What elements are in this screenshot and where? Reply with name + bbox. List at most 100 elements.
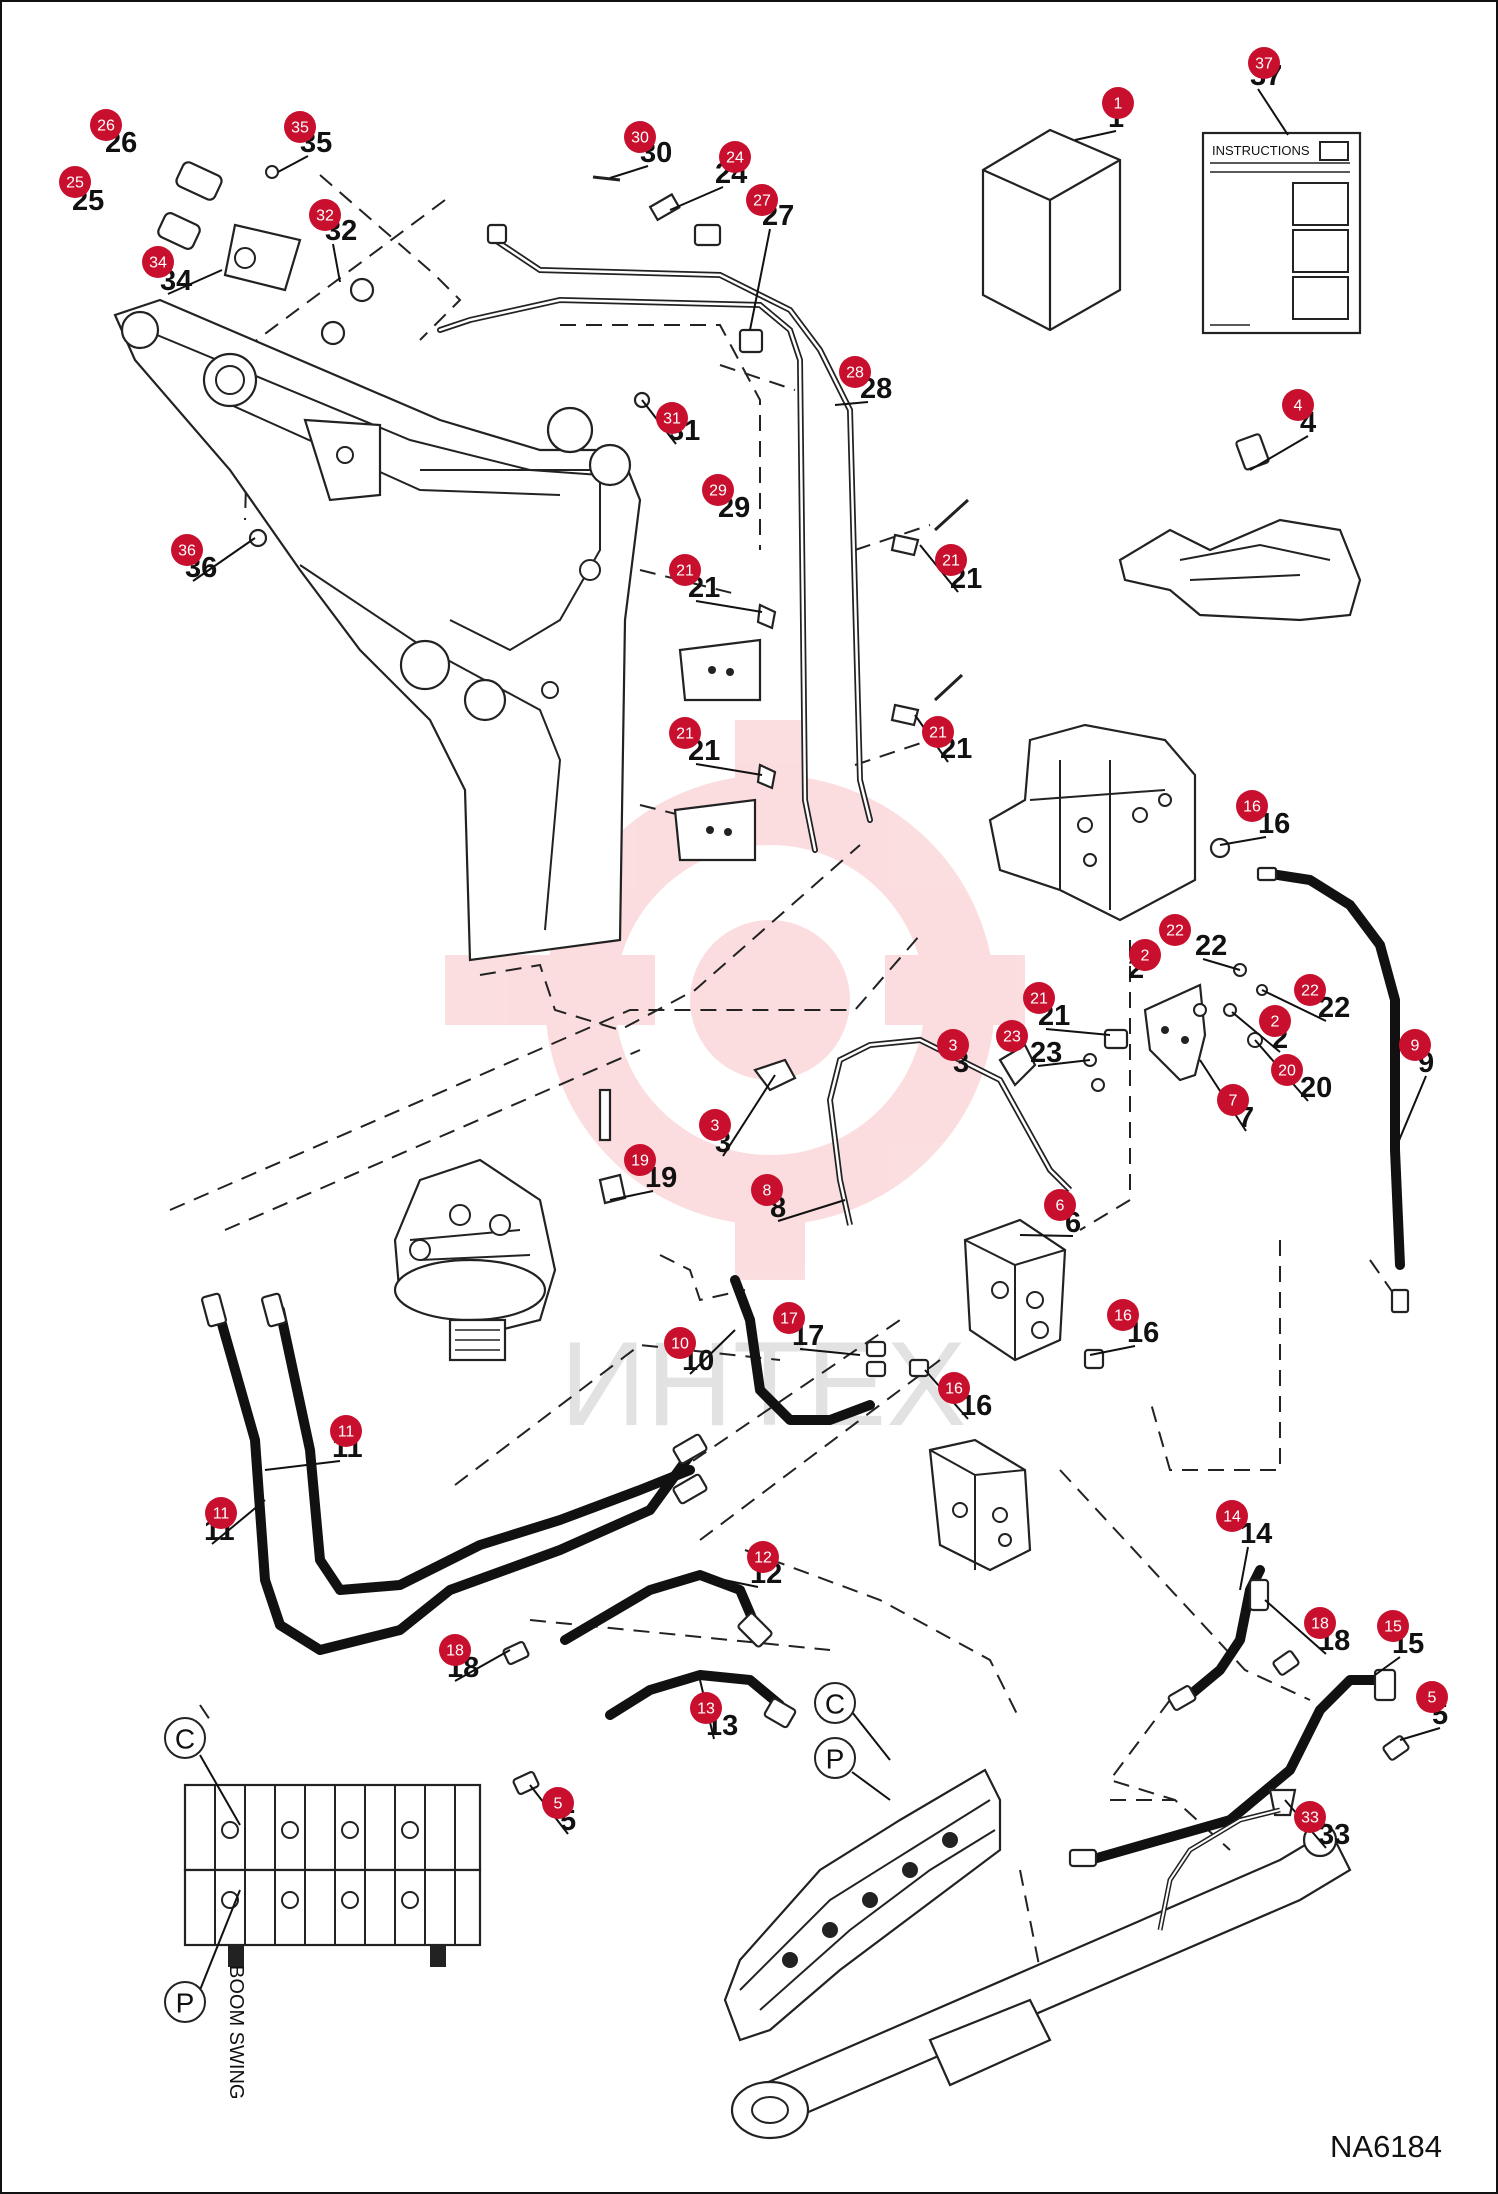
callout-leader-27 [749, 228, 771, 331]
callout-leader-5 [1399, 1727, 1441, 1741]
callout-badge-28: 28 [839, 356, 871, 388]
callout-badge-number: 35 [291, 120, 309, 137]
callout-leader-30 [609, 165, 649, 179]
callout-badge-circle [751, 1174, 783, 1206]
callout-badge-circle [171, 534, 203, 566]
callout-badge-number: 22 [1166, 923, 1184, 940]
callout-badge-number: 19 [631, 1153, 649, 1170]
callout-leader-14 [1239, 1546, 1249, 1591]
callout-badge-circle [59, 166, 91, 198]
svg-text:C: C [825, 1689, 845, 1720]
callout-badge-circle [938, 1372, 970, 1404]
callout-leader-4 [1249, 435, 1309, 471]
callout-badge-2: 2 [1129, 939, 1161, 971]
callout-badge-19: 19 [624, 1144, 656, 1176]
callout-badge-number: 18 [1311, 1616, 1329, 1633]
callout-badge-circle [702, 474, 734, 506]
callout-badge-22: 22 [1294, 974, 1326, 1006]
callout-badge-circle [309, 199, 341, 231]
callout-badge-32: 32 [309, 199, 341, 231]
hoses [200, 1275, 1410, 1868]
callout-badge-circle [439, 1634, 471, 1666]
callout-badge-circle [773, 1302, 805, 1334]
valve-inset [183, 1783, 482, 1967]
callout-badge-circle [90, 109, 122, 141]
callout-badge-circle [1304, 1607, 1336, 1639]
part-number-22: 22 [1195, 930, 1227, 962]
callout-badge-27: 27 [746, 184, 778, 216]
callout-badge-21: 21 [922, 716, 954, 748]
callout-badge-number: 29 [709, 483, 727, 500]
callout-badge-20: 20 [1271, 1054, 1303, 1086]
callout-leader-18 [454, 1649, 511, 1682]
callout-badge-circle [1023, 982, 1055, 1014]
reference-code: NA6184 [1330, 2129, 1442, 2164]
callout-badge-10: 10 [664, 1327, 696, 1359]
callout-leader-36 [192, 537, 256, 582]
callout-badge-8: 8 [751, 1174, 783, 1206]
callout-badge-21: 21 [1023, 982, 1055, 1014]
callout-badge-16: 16 [1107, 1299, 1139, 1331]
callout-leader-16 [1219, 836, 1267, 846]
callout-badge-number: 18 [446, 1643, 464, 1660]
callout-badge-number: 21 [929, 725, 947, 742]
switch-panel [1118, 433, 1362, 622]
callout-badge-circle [839, 356, 871, 388]
callout-badge-number: 3 [949, 1038, 958, 1055]
svg-text:P: P [826, 1744, 845, 1775]
callout-badge-number: 5 [1428, 1690, 1437, 1707]
callout-badge-number: 22 [1301, 983, 1319, 1000]
callout-badge-number: 5 [554, 1796, 563, 1813]
callout-badge-circle [922, 716, 954, 748]
callout-leader-21 [1045, 1028, 1111, 1036]
callout-badge-circle [1294, 974, 1326, 1006]
callout-badge-number: 28 [846, 365, 864, 382]
callout-badge-number: 10 [671, 1336, 689, 1353]
fittings-top-left [157, 161, 764, 548]
callout-badge-12: 12 [747, 1541, 779, 1573]
callout-badge-number: 2 [1271, 1014, 1280, 1031]
callout-badge-number: 13 [697, 1701, 715, 1718]
callout-badge-number: 9 [1411, 1038, 1420, 1055]
callout-leader-21 [695, 600, 763, 613]
callout-badge-34: 34 [142, 246, 174, 278]
steel-tubes [437, 237, 873, 853]
callout-badge-number: 36 [178, 543, 196, 560]
callout-badge-21: 21 [669, 717, 701, 749]
callout-badge-number: 25 [66, 175, 84, 192]
callout-badge-21: 21 [669, 554, 701, 586]
callout-badge-circle [624, 121, 656, 153]
callout-badge-circle [1259, 1005, 1291, 1037]
callout-badge-1: 1 [1102, 87, 1134, 119]
callout-layer: 1137372626353525253434323230302424272728… [59, 47, 1448, 1851]
callout-badge-number: 21 [676, 563, 694, 580]
callout-badge-4: 4 [1282, 389, 1314, 421]
callout-badge-circle [1236, 790, 1268, 822]
callout-badge-circle [669, 554, 701, 586]
callout-badge-5: 5 [542, 1787, 574, 1819]
callout-badge-circle [624, 1144, 656, 1176]
callout-badge-number: 16 [1243, 799, 1261, 816]
callout-badge-13: 13 [690, 1692, 722, 1724]
callout-badge-circle [664, 1327, 696, 1359]
svg-text:C: C [175, 1724, 195, 1755]
port-markers: C P C P [164, 1682, 891, 2023]
callout-leader-1 [1074, 130, 1117, 141]
callout-badge-circle [656, 402, 688, 434]
callout-badge-circle [1282, 389, 1314, 421]
port-p-valve: P [814, 1737, 856, 1779]
callout-leader-2 [1231, 1011, 1281, 1053]
callout-badge-circle [1248, 47, 1280, 79]
callout-badge-number: 14 [1223, 1509, 1241, 1526]
callout-badge-number: 16 [1114, 1308, 1132, 1325]
callout-badge-24: 24 [719, 141, 751, 173]
callout-badge-number: 2 [1141, 948, 1150, 965]
callout-badge-25: 25 [59, 166, 91, 198]
instructions-sheet: INSTRUCTIONS [1201, 131, 1362, 335]
callout-badge-circle [542, 1787, 574, 1819]
callout-badge-circle [1217, 1084, 1249, 1116]
boom-assembly [113, 298, 642, 962]
callout-badge-number: 26 [97, 118, 115, 135]
callout-badge-circle [996, 1020, 1028, 1052]
